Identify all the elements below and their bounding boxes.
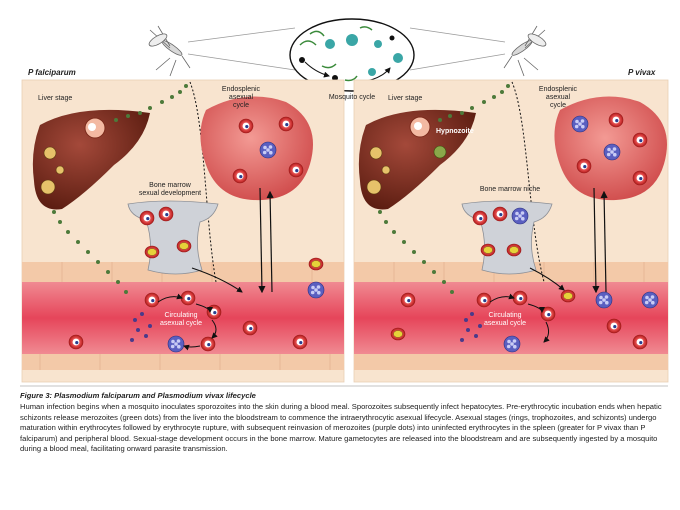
- caption-title: Figure 3: Plasmodium falciparum and Plas…: [20, 391, 256, 400]
- liver-right: [358, 109, 476, 210]
- mosquito-cycle: [187, 18, 506, 92]
- mosquito-cycle-label: Mosquito cycle: [328, 94, 376, 101]
- endosplenic-label-left: Endosplenic asexual cycle: [221, 86, 261, 109]
- circulating-label-left: Circulating asexual cycle: [159, 312, 203, 327]
- panel-title-right: P vivax: [628, 68, 656, 77]
- mosquito-left-icon: [148, 25, 191, 77]
- figure-caption: Figure 3: Plasmodium falciparum and Plas…: [20, 391, 668, 454]
- circulating-label-right: Circulating asexual cycle: [483, 312, 527, 327]
- liver-left: [32, 109, 150, 210]
- liver-stage-label-right: Liver stage: [388, 95, 423, 102]
- caption-body: Human infection begins when a mosquito i…: [20, 402, 662, 454]
- panel-p-vivax: [353, 79, 669, 383]
- bone-marrow-label-left: Bone marrow sexual development: [138, 182, 202, 197]
- panel-p-falciparum: [21, 79, 345, 383]
- liver-stage-label-left: Liver stage: [38, 95, 73, 102]
- hypnozoite-label: Hypnozoite: [436, 128, 474, 135]
- mosquito-right-icon: [503, 25, 547, 77]
- endosplenic-label-right: Endosplenic asexual cycle: [538, 86, 578, 109]
- panel-title-left: P falciparum: [28, 68, 76, 77]
- bone-marrow-label-right: Bone marrow niche: [479, 186, 541, 193]
